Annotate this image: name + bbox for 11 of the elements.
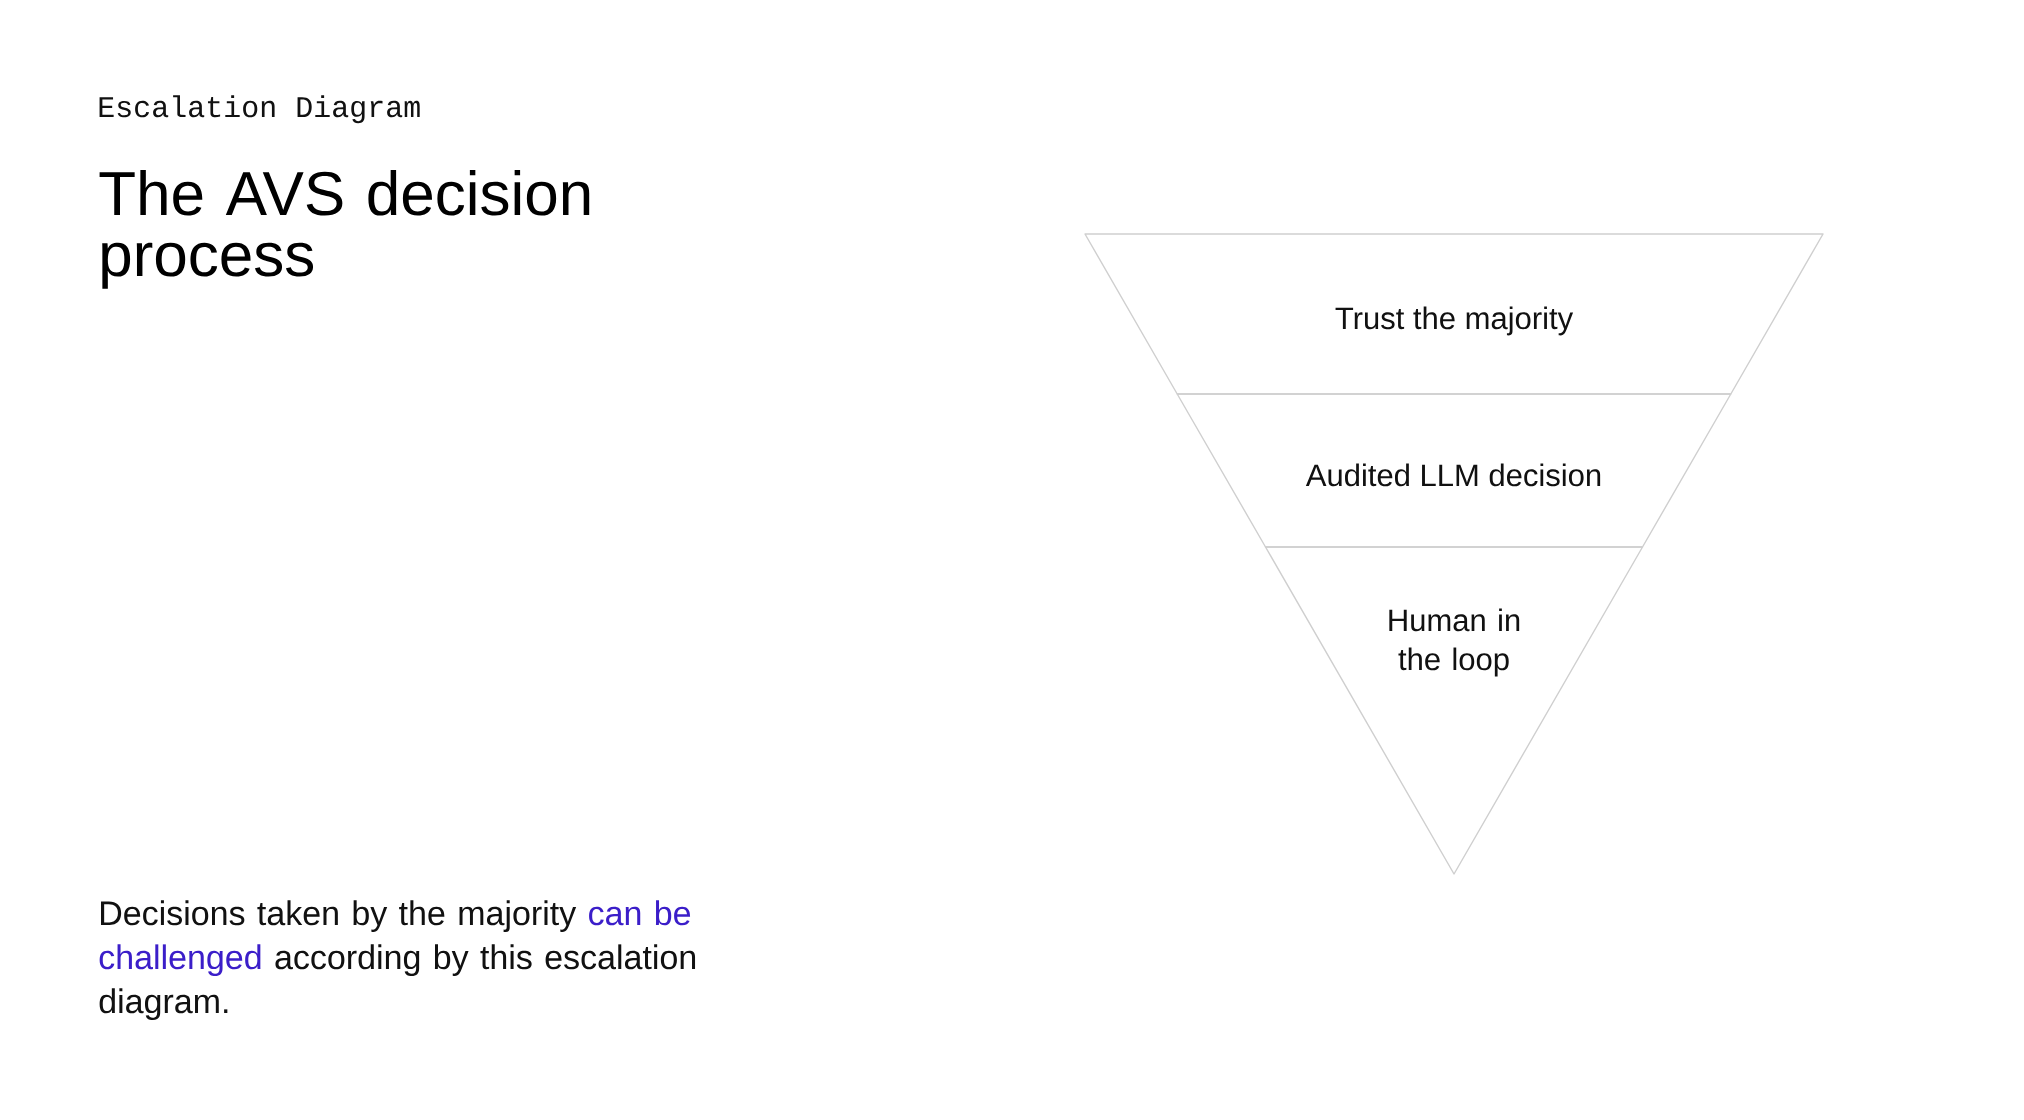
label: can be bbox=[589, 900, 691, 926]
eyebrow-text: Escalation Diagram bbox=[99, 95, 420, 124]
label: according by this escalation bbox=[275, 944, 696, 977]
description-text: Decisions taken by the majority can be challenged according by this escalation diagram. bbox=[99, 900, 696, 1021]
label: diagram. bbox=[99, 988, 228, 1021]
funnel-band: Trust the majority bbox=[1084, 233, 1824, 395]
label: challenged bbox=[99, 944, 261, 977]
funnel-band: Human in the loop bbox=[1264, 546, 1644, 875]
funnel-band: Audited LLM decision bbox=[1176, 393, 1732, 548]
label: Decisions taken by the majority bbox=[101, 900, 577, 933]
heading: The AVS decision process bbox=[99, 170, 590, 289]
